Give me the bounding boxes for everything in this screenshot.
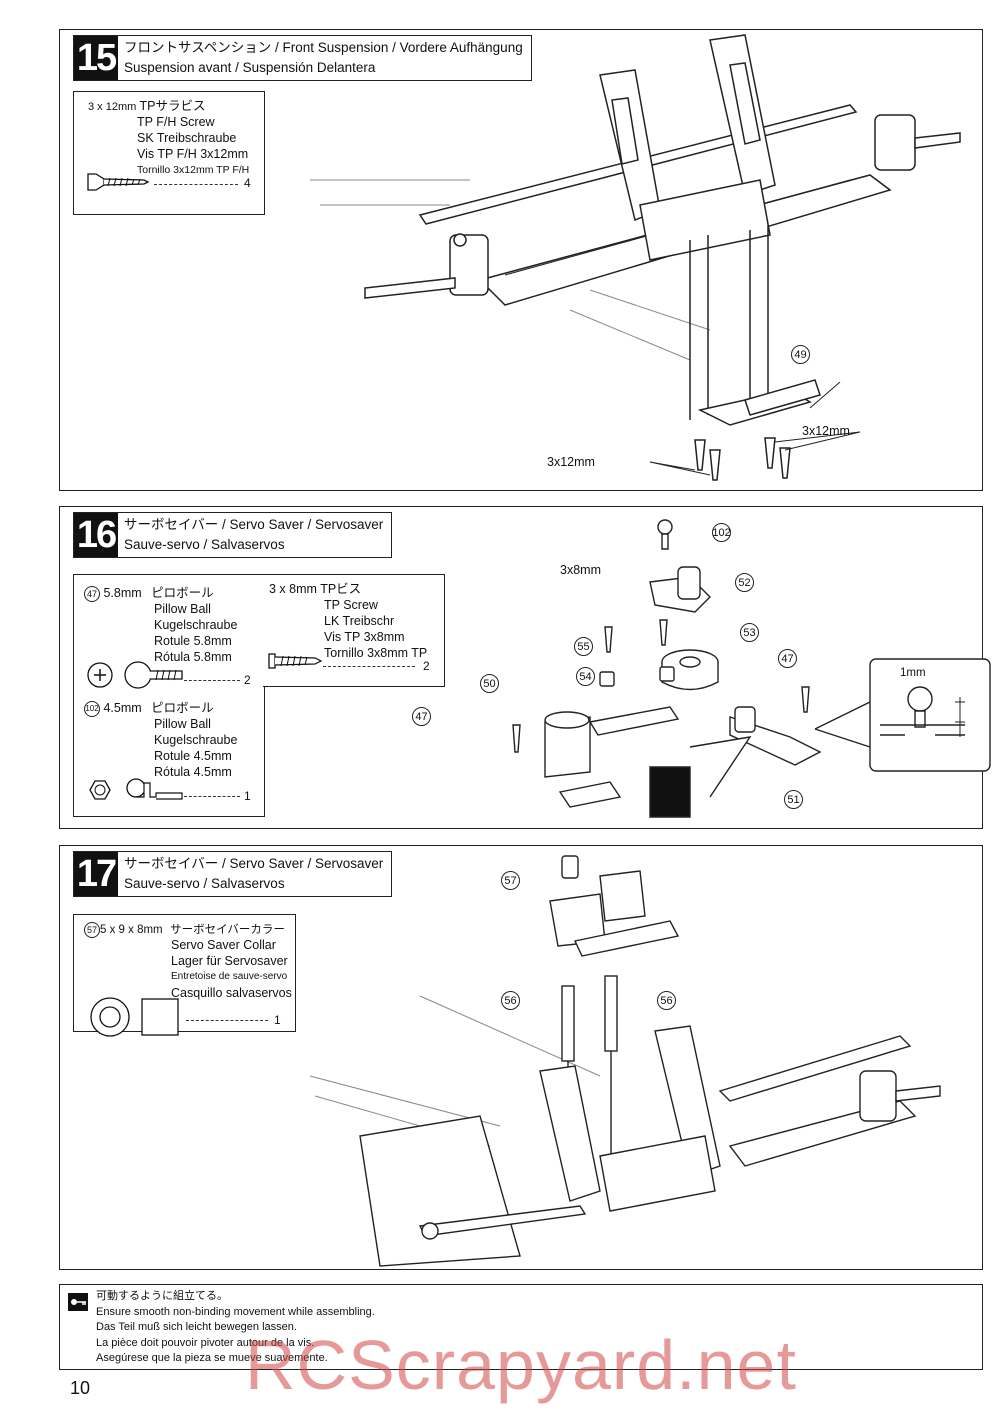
part-name-de: Lager für Servosaver <box>171 954 288 968</box>
pan-head-screw-icon <box>268 653 323 669</box>
step-16-panel: 16 サーボセイバー / Servo Saver / Servosaver Sa… <box>59 506 991 829</box>
callout-55: 55 <box>574 637 593 656</box>
step-15-panel: 15 フロントサスペンション / Front Suspension / Vord… <box>59 29 983 491</box>
servo-saver-exploded-diagram <box>512 519 991 818</box>
callout-49: 49 <box>791 345 810 364</box>
part-name-de: SK Treibschraube <box>137 131 237 145</box>
callout-56: 56 <box>657 991 676 1010</box>
part-qty: 2 <box>423 659 430 673</box>
callout-54: 54 <box>576 667 595 686</box>
part-qty: 4 <box>244 176 251 190</box>
part-name-fr: Rotule 4.5mm <box>154 749 232 763</box>
part-name-jp: サーボセイバーカラー <box>170 924 285 936</box>
callout-56: 56 <box>501 991 520 1010</box>
step-15-header: 15 フロントサスペンション / Front Suspension / Vord… <box>73 35 532 81</box>
part-qty: 1 <box>244 789 251 803</box>
collar-icon <box>90 997 179 1037</box>
part-name-fr: Rotule 5.8mm <box>154 634 232 648</box>
part-qty: 1 <box>274 1013 281 1027</box>
step-title-line2: Suspension avant / Suspensión Delantera <box>124 60 376 75</box>
part-size: 3 x 8mm <box>269 582 317 596</box>
step-16-header: 16 サーボセイバー / Servo Saver / Servosaver Sa… <box>73 512 393 558</box>
part-name-en: TP Screw <box>324 598 378 612</box>
part-name-en: Pillow Ball <box>154 602 211 616</box>
flat-head-screw-icon <box>87 173 150 191</box>
part-name-de: LK Treibschr <box>324 614 395 628</box>
callout-47: 47 <box>778 649 797 668</box>
screw-label: 3x8mm <box>560 563 601 577</box>
step-number: 17 <box>74 852 118 896</box>
parts-box: 47 5.8mm ピロボール Pillow Ball Kugelschraube… <box>73 574 265 817</box>
step-title-line2: Sauve-servo / Salvaservos <box>124 876 285 891</box>
assembly-note: 可動するように組立てる。 Ensure smooth non-binding m… <box>59 1284 983 1370</box>
note-line-de: Das Teil muß sich leicht bewegen lassen. <box>96 1321 297 1333</box>
callout-102: 102 <box>712 523 731 542</box>
part-size: 4.5mm <box>103 701 142 715</box>
callout-47: 47 <box>412 707 431 726</box>
step-number: 15 <box>74 36 118 80</box>
part-name-es: Tornillo 3x8mm TP <box>324 646 428 660</box>
pillow-ball-icon <box>87 661 183 689</box>
part-name-jp: ピロボール <box>151 586 214 600</box>
callout-57: 57 <box>501 871 520 890</box>
step-title-line1: フロントサスペンション / Front Suspension / Vordere… <box>124 40 523 55</box>
callout-50: 50 <box>480 674 499 693</box>
wrench-key-icon <box>68 1293 88 1311</box>
part-name-de: Kugelschraube <box>154 618 238 632</box>
note-line-en: Ensure smooth non-binding movement while… <box>96 1305 375 1318</box>
part-name-de: Kugelschraube <box>154 733 238 747</box>
ref-102: 102 <box>84 700 100 717</box>
pillow-ball-small-icon <box>89 778 183 800</box>
callout-51: 51 <box>784 790 803 809</box>
parts-box-screw: 3 x 8mm TPビス TP Screw LK Treibschr Vis T… <box>263 574 445 687</box>
note-line-jp: 可動するように組立てる。 <box>96 1290 228 1302</box>
parts-box: 3 x 12mm TPサラビス TP F/H Screw SK Treibsch… <box>73 91 265 215</box>
step-number: 16 <box>74 513 118 557</box>
screw-label: 3x12mm <box>802 424 850 438</box>
part-name-en: TP F/H Screw <box>137 115 215 129</box>
callout-52: 52 <box>735 573 754 592</box>
part-name-fr: Vis TP F/H 3x12mm <box>137 147 249 161</box>
front-suspension-diagram <box>310 34 961 481</box>
step-17-header: 17 サーボセイバー / Servo Saver / Servosaver Sa… <box>73 851 393 897</box>
servo-saver-install-diagram <box>309 855 941 1267</box>
part-size: 3 x 12mm <box>88 101 137 113</box>
part-name-es: Casquillo salvaservos <box>171 986 292 1000</box>
page-number: 10 <box>70 1378 91 1398</box>
part-name-en: Pillow Ball <box>154 717 211 731</box>
gap-label: 1mm <box>900 667 926 679</box>
step-title-line1: サーボセイバー / Servo Saver / Servosaver <box>124 856 384 871</box>
step-title-line2: Sauve-servo / Salvaservos <box>124 537 285 552</box>
part-name-fr: Entretoise de sauve-servo <box>171 971 288 982</box>
ref-57: 57 <box>84 921 100 938</box>
part-name-jp: TPサラビス <box>139 99 206 113</box>
screw-label: 3x12mm <box>547 455 595 469</box>
ref-47: 47 <box>84 585 100 602</box>
note-line-fr: La pièce doit pouvoir pivoter autour de … <box>96 1336 315 1349</box>
part-name-fr: Vis TP 3x8mm <box>324 630 405 644</box>
part-qty: 2 <box>244 673 251 687</box>
part-name-es: Rótula 5.8mm <box>154 650 232 664</box>
part-name-en: Servo Saver Collar <box>171 938 276 952</box>
watermark: RCScrapyard.net <box>245 1326 797 1404</box>
part-name-es: Rótula 4.5mm <box>154 765 232 779</box>
step-17-panel: 17 サーボセイバー / Servo Saver / Servosaver Sa… <box>59 845 983 1270</box>
part-name-jp: TPビス <box>320 582 362 596</box>
callout-53: 53 <box>740 623 759 642</box>
step-title-line1: サーボセイバー / Servo Saver / Servosaver <box>124 517 384 532</box>
part-size: 5 x 9 x 8mm <box>100 924 163 936</box>
part-size: 5.8mm <box>103 586 142 600</box>
part-name-jp: ピロボール <box>151 701 214 715</box>
part-name-es: Tornillo 3x12mm TP F/H <box>137 164 250 176</box>
note-line-es: Asegúrese que la pieza se mueve suavemen… <box>96 1352 328 1364</box>
